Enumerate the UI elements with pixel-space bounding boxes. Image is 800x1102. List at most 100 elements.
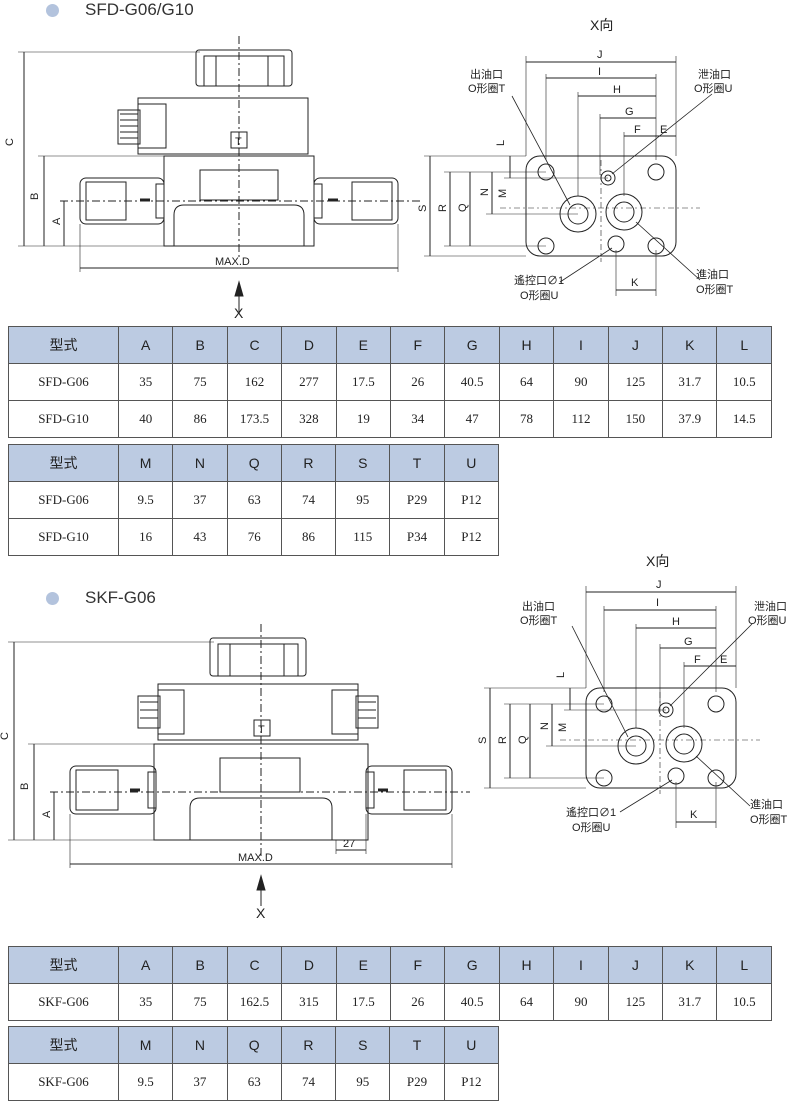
dim-l-label: L xyxy=(495,140,507,146)
dim-m-label: M xyxy=(497,189,509,198)
table-cell: SKF-G06 xyxy=(8,983,119,1021)
table-header-cell: B xyxy=(172,326,228,364)
table-cell: 76 xyxy=(226,518,282,556)
table-header-cell: R xyxy=(280,444,337,482)
view-x-label: X xyxy=(234,305,244,320)
table-cell: 75 xyxy=(172,363,228,401)
table-header-cell: T xyxy=(389,1026,445,1064)
sfd-spec-table-1: 型式 A B C D E F G H I J K L SFD-G06 35 75… xyxy=(8,326,772,438)
sfd-spec-table-2: 型式 M N Q R S T U SFD-G06 9.5 37 63 74 95… xyxy=(8,444,500,556)
table-header-cell: H xyxy=(498,326,555,364)
table-header-cell: M xyxy=(117,444,174,482)
table-cell: 34 xyxy=(390,400,446,438)
table-cell: 150 xyxy=(607,400,664,438)
table-header-cell: 型式 xyxy=(8,1026,119,1064)
table-header-cell: E xyxy=(335,946,392,984)
table-header-cell: Q xyxy=(226,1026,282,1064)
table-cell: 63 xyxy=(226,481,282,519)
table-cell: 162 xyxy=(226,363,283,401)
table-cell: 315 xyxy=(281,983,337,1021)
table-header-cell: T xyxy=(389,444,445,482)
table-cell: 86 xyxy=(172,400,228,438)
port-pilot-oring-label: O形圈U xyxy=(520,289,559,302)
table-cell: 78 xyxy=(498,400,555,438)
table-row: SFD-G06 35 75 162 277 17.5 26 40.5 64 90… xyxy=(8,363,772,401)
tank-t-label: T xyxy=(258,724,265,736)
dim-a-label: A xyxy=(41,810,53,818)
dim-n-label: N xyxy=(539,722,551,730)
sfd-drawing: C B A MAX.D X T xyxy=(4,17,734,320)
sfd-side-view xyxy=(18,36,420,312)
port-in-oring-label: O形圈T xyxy=(696,283,734,296)
table-cell: SKF-G06 xyxy=(8,1063,119,1101)
table-header-cell: R xyxy=(280,1026,337,1064)
table-cell: 26 xyxy=(390,983,446,1021)
table-header-cell: K xyxy=(662,946,718,984)
sfd-x-view xyxy=(424,56,713,296)
bullet-icon xyxy=(46,3,59,17)
table-header-cell: H xyxy=(498,946,555,984)
skf-spec-table-1: 型式 A B C D E F G H I J K L SKF-G06 35 75… xyxy=(8,946,772,1021)
dim-h-label: H xyxy=(613,84,621,96)
port-out-label: 出油口 xyxy=(522,599,555,613)
table-cell: P12 xyxy=(443,1063,500,1101)
table-cell: 125 xyxy=(607,363,664,401)
dim-b-label: B xyxy=(29,193,41,200)
table-header-cell: U xyxy=(443,1026,500,1064)
table-header-row: 型式 A B C D E F G H I J K L xyxy=(8,946,772,984)
skf-side-view xyxy=(8,624,470,906)
dim-maxd-label: MAX.D xyxy=(238,852,273,864)
table-cell: 64 xyxy=(498,983,555,1021)
skf-x-view xyxy=(484,586,760,828)
table-cell: 47 xyxy=(444,400,500,438)
dim-r-label: R xyxy=(497,736,509,744)
table-cell: 10.5 xyxy=(716,363,772,401)
dim-i-label: I xyxy=(656,597,659,609)
port-pilot-label: 遙控口∅1 xyxy=(566,805,616,819)
table-header-cell: Q xyxy=(226,444,282,482)
port-pilot-label: 遙控口∅1 xyxy=(514,273,564,287)
table-cell: SFD-G06 xyxy=(8,363,119,401)
dim-g-label: G xyxy=(625,106,634,118)
table-cell: 16 xyxy=(117,518,174,556)
table-header-cell: F xyxy=(390,946,446,984)
table-cell: 19 xyxy=(335,400,392,438)
table-header-cell: I xyxy=(553,946,609,984)
table-header-cell: J xyxy=(607,946,664,984)
table-header-cell: C xyxy=(226,946,283,984)
table-header-cell: A xyxy=(117,946,174,984)
view-title: X向 xyxy=(590,17,613,33)
port-drain-label: 泄油口 xyxy=(754,599,787,613)
table-header-cell: G xyxy=(444,946,500,984)
table-cell: 10.5 xyxy=(716,983,772,1021)
table-cell: 90 xyxy=(553,363,609,401)
table-header-cell: S xyxy=(335,1026,391,1064)
table-cell: 17.5 xyxy=(335,363,392,401)
dim-e-label: E xyxy=(720,654,727,666)
skf-drawing: C B A MAX.D 27 X T xyxy=(0,553,788,921)
table-row: SFD-G10 16 43 76 86 115 P34 P12 xyxy=(8,518,500,556)
table-cell: 74 xyxy=(280,481,337,519)
dim-f-label: F xyxy=(694,654,701,666)
port-pilot-oring-label: O形圈U xyxy=(572,821,611,834)
table-cell: 9.5 xyxy=(117,1063,174,1101)
table-cell: 37 xyxy=(172,1063,228,1101)
table-cell: 90 xyxy=(553,983,609,1021)
dim-s-label: S xyxy=(417,205,429,212)
table-cell: 35 xyxy=(117,363,174,401)
dim-q-label: Q xyxy=(517,735,529,744)
table-header-row: 型式 M N Q R S T U xyxy=(8,1026,500,1064)
table-cell: 64 xyxy=(498,363,555,401)
dim-a-label: A xyxy=(51,217,63,225)
port-out-oring-label: O形圈T xyxy=(520,614,558,627)
dim-k-label: K xyxy=(631,277,639,289)
table-cell: 26 xyxy=(390,363,446,401)
table-cell: 125 xyxy=(607,983,664,1021)
table-header-cell: J xyxy=(607,326,664,364)
table-cell: 37.9 xyxy=(662,400,718,438)
table-header-row: 型式 A B C D E F G H I J K L xyxy=(8,326,772,364)
section-title-text: SKF-G06 xyxy=(85,588,156,607)
table-cell: 17.5 xyxy=(335,983,392,1021)
dim-j-label: J xyxy=(597,49,603,61)
view-x-label: X xyxy=(256,905,266,921)
